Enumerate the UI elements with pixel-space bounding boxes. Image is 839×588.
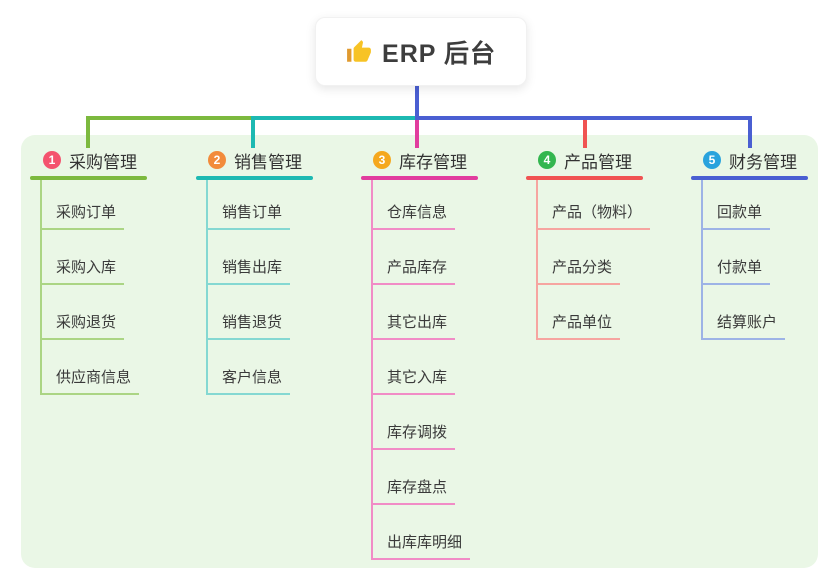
branch-underline-2	[196, 176, 313, 180]
branch-trunk-line-1	[40, 180, 42, 395]
branch-underline-4	[526, 176, 643, 180]
branch-badge-1: 1	[43, 151, 61, 169]
child-node[interactable]: 采购订单	[40, 204, 125, 230]
branch-header-4[interactable]: 4 产品管理	[538, 149, 632, 172]
branch-header-1[interactable]: 1 采购管理	[43, 149, 137, 172]
branch-title-1: 采购管理	[69, 152, 137, 172]
branch-badge-3: 3	[373, 151, 391, 169]
child-node[interactable]: 库存盘点	[371, 479, 456, 505]
branch-trunk-line-2	[206, 180, 208, 395]
root-node[interactable]: ERP 后台	[315, 17, 527, 86]
connector-horizontal-green	[86, 116, 415, 120]
branch-header-5[interactable]: 5 财务管理	[703, 149, 797, 172]
branch-header-2[interactable]: 2 销售管理	[208, 149, 302, 172]
child-node[interactable]: 采购退货	[40, 314, 125, 340]
branch-underline-1	[30, 176, 147, 180]
child-node[interactable]: 销售退货	[206, 314, 291, 340]
connector-horizontal-teal	[251, 116, 415, 120]
branch-badge-4: 4	[538, 151, 556, 169]
child-node[interactable]: 其它入库	[371, 369, 456, 395]
branch-badge-5: 5	[703, 151, 721, 169]
connector-drop-blue	[748, 120, 752, 148]
child-node[interactable]: 采购入库	[40, 259, 125, 285]
child-node[interactable]: 回款单	[701, 204, 771, 230]
child-node[interactable]: 供应商信息	[40, 369, 140, 395]
child-node[interactable]: 付款单	[701, 259, 771, 285]
child-node[interactable]: 库存调拨	[371, 424, 456, 450]
thumbs-up-icon	[346, 39, 372, 65]
branch-title-5: 财务管理	[729, 152, 797, 172]
branch-header-3[interactable]: 3 库存管理	[373, 149, 467, 172]
child-node[interactable]: 产品（物料）	[536, 204, 651, 230]
child-node[interactable]: 产品单位	[536, 314, 621, 340]
child-node[interactable]: 仓库信息	[371, 204, 456, 230]
branch-trunk-line-5	[701, 180, 703, 340]
branch-underline-3	[361, 176, 478, 180]
child-node[interactable]: 产品库存	[371, 259, 456, 285]
connector-drop-magenta	[415, 120, 419, 148]
child-node[interactable]: 销售订单	[206, 204, 291, 230]
branch-title-3: 库存管理	[399, 152, 467, 172]
child-node[interactable]: 销售出库	[206, 259, 291, 285]
branch-underline-5	[691, 176, 808, 180]
child-node[interactable]: 产品分类	[536, 259, 621, 285]
branch-trunk-line-3	[371, 180, 373, 560]
child-node[interactable]: 出库库明细	[371, 534, 471, 560]
mindmap-panel	[21, 135, 818, 568]
root-connector-stub	[415, 85, 419, 120]
connector-drop-green	[86, 120, 90, 148]
branch-trunk-line-4	[536, 180, 538, 340]
connector-drop-teal	[251, 120, 255, 148]
connector-drop-red	[583, 120, 587, 148]
root-title: ERP 后台	[382, 39, 496, 68]
branch-badge-2: 2	[208, 151, 226, 169]
child-node[interactable]: 其它出库	[371, 314, 456, 340]
branch-title-4: 产品管理	[564, 152, 632, 172]
child-node[interactable]: 客户信息	[206, 369, 291, 395]
connector-horizontal-blue	[415, 116, 752, 120]
branch-title-2: 销售管理	[234, 152, 302, 172]
child-node[interactable]: 结算账户	[701, 314, 786, 340]
